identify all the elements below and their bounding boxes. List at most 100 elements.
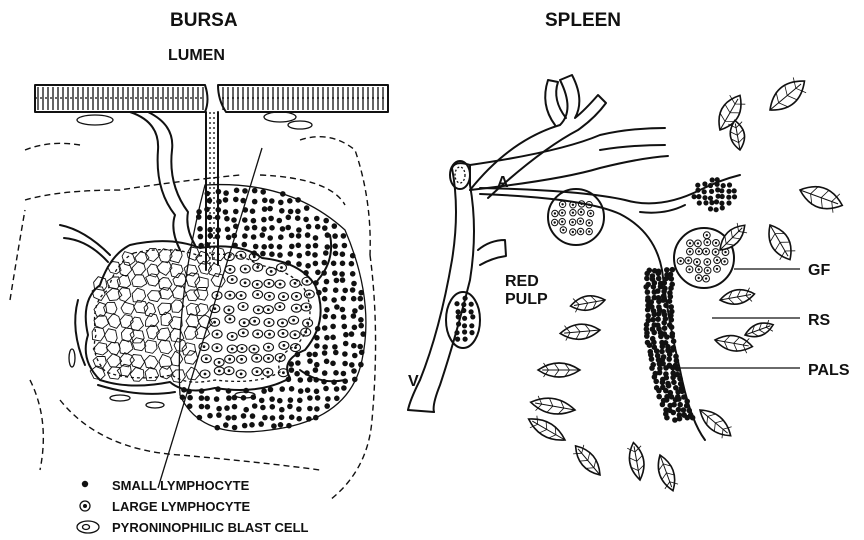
- spleen-title: SPLEEN: [545, 10, 621, 31]
- lymphocyte-dot: [462, 329, 467, 334]
- small-lymphocyte: [262, 415, 268, 421]
- small-lymphocyte: [325, 396, 331, 402]
- pals-lymphocyte: [664, 267, 670, 273]
- pals-lymphocyte: [677, 416, 683, 422]
- lymphocyte-dot: [692, 194, 697, 199]
- small-lymphocyte: [342, 324, 348, 330]
- small-lymphocyte: [252, 199, 258, 205]
- small-lymphocyte: [351, 343, 357, 349]
- sinus-leaf: [570, 441, 605, 479]
- large-lymphocyte-nucleus: [213, 321, 216, 324]
- small-lymphocyte: [250, 413, 256, 419]
- follicle-cell-nucleus: [679, 260, 681, 262]
- large-lymphocyte-nucleus: [228, 369, 231, 372]
- follicle-cell-nucleus: [689, 242, 691, 244]
- reticular-cell: [158, 303, 171, 314]
- large-lymphocyte-nucleus: [295, 307, 298, 310]
- pals-lymphocyte: [644, 271, 650, 277]
- small-lymphocyte: [268, 244, 274, 250]
- small-lymphocyte: [350, 287, 356, 293]
- small-lymphocyte: [279, 208, 285, 214]
- sinus-leaf: [627, 441, 647, 481]
- small-lymphocyte: [207, 198, 213, 204]
- reticular-cell: [184, 265, 198, 276]
- pals-lymphocyte: [651, 330, 657, 336]
- large-lymphocyte-nucleus: [294, 333, 297, 336]
- large-lymphocyte-nucleus: [253, 255, 256, 258]
- small-lymphocyte: [305, 387, 311, 393]
- small-lymphocyte: [358, 290, 364, 296]
- legend-large-lymphocyte: LARGE LYMPHOCYTE: [112, 499, 251, 514]
- small-lymphocyte: [340, 277, 346, 283]
- lymphocyte-dot: [462, 323, 467, 328]
- pals-lymphocyte: [663, 365, 669, 371]
- small-lymphocyte: [288, 397, 294, 403]
- follicle-cell-nucleus: [562, 229, 564, 231]
- lymphocyte-dot: [709, 200, 714, 205]
- small-lymphocyte: [350, 253, 356, 259]
- follicle-cell-nucleus: [554, 212, 556, 214]
- small-lymphocyte: [269, 396, 275, 402]
- small-lymphocyte: [324, 359, 330, 365]
- large-lymphocyte-nucleus: [279, 283, 282, 286]
- small-lymphocyte: [352, 308, 358, 314]
- pals-lymphocyte: [669, 276, 675, 282]
- reticular-cell: [108, 314, 121, 329]
- small-lymphocyte: [331, 261, 337, 267]
- small-lymphocyte: [289, 414, 295, 420]
- small-lymphocyte: [289, 386, 295, 392]
- small-lymphocyte: [207, 227, 213, 233]
- pals-lymphocyte: [659, 349, 665, 355]
- small-lymphocyte: [295, 209, 301, 215]
- lymphocyte-dot: [454, 301, 459, 306]
- lymphocyte-dot: [719, 201, 724, 206]
- large-lymphocyte-nucleus: [256, 333, 259, 336]
- large-lymphocyte-nucleus: [240, 254, 243, 257]
- large-lymphocyte-nucleus: [240, 373, 243, 376]
- reticular-cell: [132, 275, 147, 287]
- small-lymphocyte: [285, 225, 291, 231]
- large-lymphocyte-nucleus: [229, 318, 232, 321]
- small-lymphocyte: [216, 406, 222, 412]
- pals-lymphocyte: [662, 325, 668, 331]
- small-lymphocyte: [330, 335, 336, 341]
- follicle-cell-nucleus: [687, 259, 689, 261]
- pals-lymphocyte: [664, 415, 670, 421]
- pals-lymphocyte: [656, 276, 662, 282]
- small-lymphocyte: [297, 398, 303, 404]
- small-lymphocyte: [340, 261, 346, 267]
- reticular-cell: [160, 366, 174, 379]
- lymphocyte-dot: [695, 183, 700, 188]
- large-lymphocyte-nucleus: [305, 306, 308, 309]
- upper-lymphoid-cluster: [692, 177, 738, 212]
- sinus-leaf: [529, 395, 576, 418]
- lymphocyte-dot: [456, 321, 461, 326]
- large-lymphocyte-nucleus: [256, 266, 259, 269]
- small-lymphocyte: [262, 206, 268, 212]
- large-lymphocyte-nucleus: [279, 356, 282, 359]
- pals-lymphocyte: [669, 333, 675, 339]
- small-lymphocyte: [242, 233, 248, 239]
- large-lymphocyte-nucleus: [244, 268, 247, 271]
- small-lymphocyte: [296, 261, 302, 267]
- small-lymphocyte: [349, 261, 355, 267]
- reticular-cell: [184, 351, 197, 365]
- blast-cell-symbol: [77, 521, 99, 533]
- small-lymphocyte: [233, 209, 239, 215]
- large-lymphocyte-nucleus: [228, 309, 231, 312]
- small-lymphocyte: [296, 233, 302, 239]
- large-lymphocyte-nucleus: [244, 281, 247, 284]
- small-lymphocyte: [226, 395, 232, 401]
- large-lymphocyte-nucleus: [267, 346, 270, 349]
- lumen-label: LUMEN: [168, 47, 225, 64]
- large-lymphocyte-nucleus: [281, 322, 284, 325]
- sinus-leaf: [653, 453, 679, 493]
- small-lymphocyte: [296, 416, 302, 422]
- small-lymphocyte: [358, 323, 364, 329]
- lymphocyte-dot: [454, 330, 459, 335]
- follicle-cell-nucleus: [724, 251, 726, 253]
- small-lymphocyte: [342, 361, 348, 367]
- pals-lymphocyte: [658, 334, 664, 340]
- small-lymphocyte: [357, 344, 363, 350]
- large-lymphocyte-nucleus: [257, 308, 260, 311]
